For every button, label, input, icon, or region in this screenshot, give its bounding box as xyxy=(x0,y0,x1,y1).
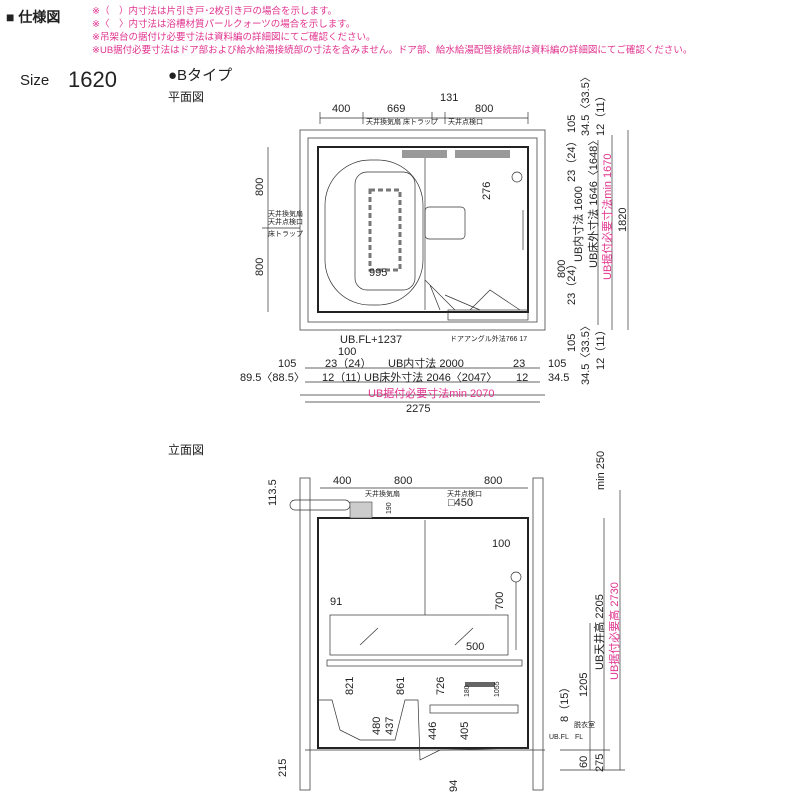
elev-dim-500: 500 xyxy=(466,641,484,653)
elev-dim-8-15: 8（15） xyxy=(558,682,571,722)
elev-dim-405: 405 xyxy=(459,722,471,740)
plan-r-12a: 12（11） xyxy=(594,90,607,136)
plan-b-345: 34.5 xyxy=(548,372,569,384)
plan-b-23a: 23（24） xyxy=(325,357,371,370)
elev-dressing-room: 脱衣室 xyxy=(574,720,595,729)
elev-dim-1205: 1205 xyxy=(578,673,590,697)
plan-b-inner: UB内寸法 2000 xyxy=(388,356,464,370)
elevation-view xyxy=(289,477,625,791)
note-2: ※〈 〉内寸法は浴槽材質パールクォーツの場合を示します。 xyxy=(92,18,355,30)
elev-dim-94: 94 xyxy=(448,780,460,792)
note-1: ※（ ）内寸法は片引き戸･2枚引き戸の場合を示します。 xyxy=(92,5,337,17)
elev-ceiling-height: UB天井高 2205 xyxy=(592,594,606,670)
plan-view xyxy=(262,112,629,403)
plan-r-required: UB据付必要寸法min 1670 xyxy=(600,153,614,280)
elev-dim-1055: 1055 xyxy=(494,681,501,697)
plan-left-fan: 天井換気扇 xyxy=(268,209,303,218)
elev-dim-400: 400 xyxy=(333,475,351,487)
plan-dim-276: 276 xyxy=(481,182,493,200)
elev-dim-446: 446 xyxy=(427,722,439,740)
elev-required-height: UB据付必要高 2730 xyxy=(607,582,621,680)
plan-r-105a: 105 xyxy=(566,115,578,133)
elev-dim-215: 215 xyxy=(277,759,289,777)
plan-left-800b: 800 xyxy=(254,258,266,276)
type-label: ●Bタイプ xyxy=(168,67,232,84)
plan-dim-800: 800 xyxy=(475,103,493,115)
elev-dim-180: 180 xyxy=(464,685,471,697)
plan-r-inner: UB内寸法 1600 xyxy=(571,186,585,262)
elev-dim-861: 861 xyxy=(395,677,407,695)
plan-trap-label: 床トラップ xyxy=(403,117,438,126)
plan-title: 平面図 xyxy=(168,90,204,104)
plan-hatch-label: 天井点検口 xyxy=(448,117,483,126)
plan-b-required: UB据付必要寸法min 2070 xyxy=(368,386,495,400)
elev-dim-91: 91 xyxy=(330,596,342,608)
plan-b-895: 89.5〈88.5〉 xyxy=(240,371,305,384)
plan-r-800: 800 xyxy=(556,260,568,278)
elev-dim-800a: 800 xyxy=(394,475,412,487)
elev-fan-label: 天井換気扇 xyxy=(365,489,400,498)
plan-r-floor: UB床外寸法 1646〈1648〉 xyxy=(586,135,600,268)
plan-b-23b: 23 xyxy=(513,358,525,370)
elev-dim-800b: 800 xyxy=(484,475,502,487)
elev-dim-60: 60 xyxy=(578,756,590,768)
plan-r-23a: 23（24） xyxy=(565,136,578,182)
plan-left-trap: 床トラップ xyxy=(268,229,303,238)
plan-tub-995: 995 xyxy=(369,267,387,279)
plan-b-2275: 2275 xyxy=(406,403,430,415)
elev-min-250: min 250 xyxy=(595,451,607,490)
plan-dim-400: 400 xyxy=(332,103,350,115)
plan-b-12b: 12 xyxy=(516,372,528,384)
plan-ubfl-1237: UB.FL+1237 xyxy=(340,334,402,346)
elev-dim-113-5: 113.5 xyxy=(267,479,279,506)
elev-dim-700: 700 xyxy=(494,592,506,610)
plan-r-23b: 23（24） xyxy=(565,259,578,305)
elev-dim-726: 726 xyxy=(435,677,447,695)
plan-r-1820: 1820 xyxy=(617,208,629,232)
plan-r-345b: 34.5〈33.5〉 xyxy=(579,320,592,385)
plan-r-105b: 105 xyxy=(566,334,578,352)
plan-dim-669: 669 xyxy=(387,103,405,115)
plan-b-105b: 105 xyxy=(548,358,566,370)
plan-dim-131: 131 xyxy=(440,92,458,104)
size-value: 1620 xyxy=(68,67,117,92)
plan-r-345a: 34.5〈33.5〉 xyxy=(579,71,592,136)
elev-dim-190: 190 xyxy=(386,502,393,514)
elev-fl: FL xyxy=(575,734,583,741)
plan-b-12a: 12（11） xyxy=(322,371,368,384)
elev-dim-480: 480 xyxy=(371,717,383,735)
plan-left-800a: 800 xyxy=(254,178,266,196)
elev-dim-275: 275 xyxy=(594,754,606,772)
elev-dim-437: 437 xyxy=(384,717,396,735)
elev-hatch-label: 天井点検口 xyxy=(447,489,482,498)
size-label: Size xyxy=(20,72,49,89)
spec-title: ■ 仕様図 xyxy=(6,9,60,25)
plan-b-100: 100 xyxy=(338,346,356,358)
plan-r-12b: 12（11） xyxy=(594,324,607,370)
elev-ubfl: UB.FL xyxy=(549,734,569,741)
note-4: ※UB据付必要寸法はドア部および給水給湯接続部の寸法を含みません。ドア部、給水給… xyxy=(92,44,692,56)
elev-hatch-size: □450 xyxy=(448,497,473,509)
plan-fan-label: 天井換気扇 xyxy=(366,117,401,126)
elevation-title: 立面図 xyxy=(168,442,204,457)
plan-door-angle: ドアアングル外法766 17 xyxy=(450,334,527,343)
elev-dim-821: 821 xyxy=(344,677,356,695)
plan-left-hatch: 天井点検口 xyxy=(268,217,303,226)
elev-dim-100: 100 xyxy=(492,538,510,550)
plan-b-floor: UB床外寸法 2046〈2047〉 xyxy=(364,370,497,384)
note-3: ※吊架台の据付け必要寸法は資料編の詳細図にてご確認ください。 xyxy=(92,31,375,43)
plan-b-105a: 105 xyxy=(278,358,296,370)
